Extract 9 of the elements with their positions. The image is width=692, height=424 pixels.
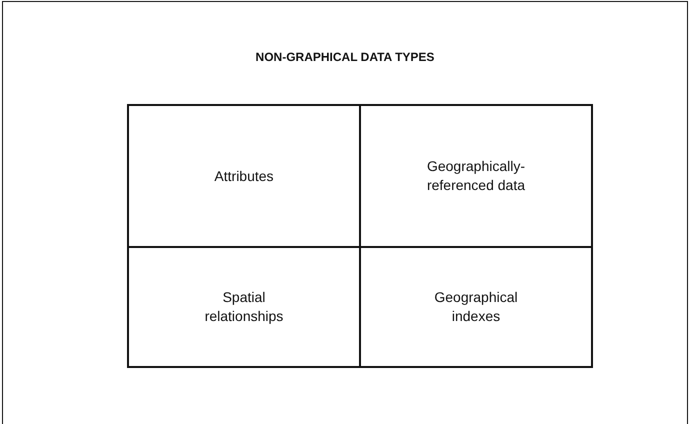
table-cell — [127, 104, 361, 248]
cell-label: Geographically-referenced data — [426, 157, 526, 195]
table-cell — [127, 246, 361, 368]
table-cell — [359, 246, 593, 368]
cell-label: Spatial relationships — [204, 288, 284, 326]
title: NON-GRAPHICAL DATA TYPES — [254, 50, 436, 64]
cell-label: Geographical indexes — [433, 288, 519, 326]
table-cell — [359, 104, 593, 248]
cell-label: Attributes — [214, 166, 274, 186]
